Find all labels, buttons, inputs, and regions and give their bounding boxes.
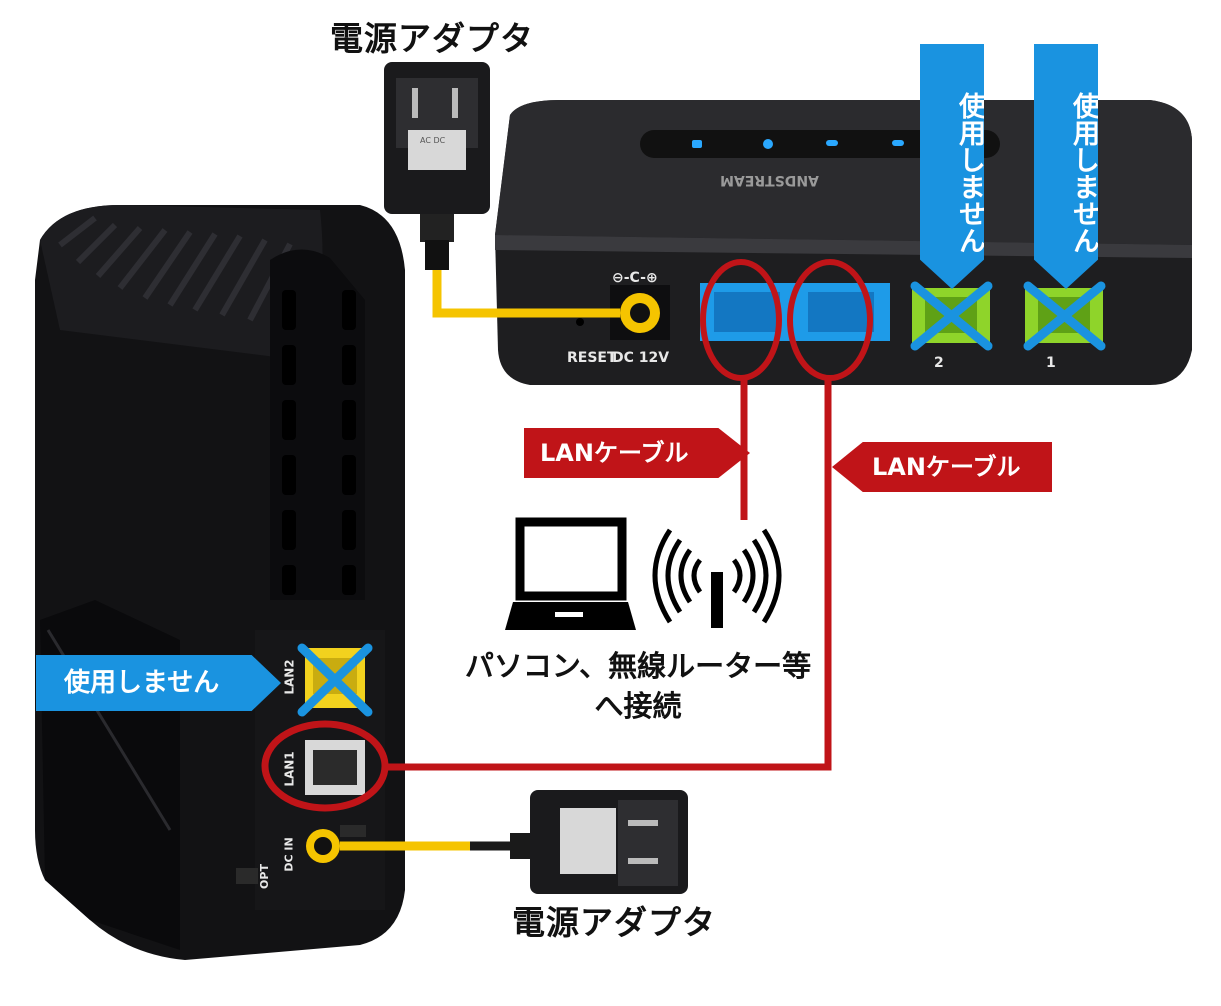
phone-port-1 — [1023, 281, 1106, 351]
svg-text:⊖-C-⊕: ⊖-C-⊕ — [612, 270, 658, 286]
gateway-dc-jack: ⊖-C-⊕ — [610, 270, 670, 340]
power-adapter-top-img: AC DC — [384, 62, 490, 270]
phone-port-1-number: 1 — [1046, 355, 1056, 371]
unused-port1-callout: 使用しません — [1034, 44, 1098, 289]
wireless-router-icon — [652, 528, 782, 628]
lan2-port — [297, 643, 373, 717]
dc-in-marking: DC IN — [282, 837, 296, 872]
unused-port2-callout: 使用しません — [920, 44, 984, 289]
svg-text:AC DC: AC DC — [420, 136, 446, 145]
power-adapter-bottom-label: 電源アダプタ — [512, 903, 716, 942]
opt-marking: OPT — [257, 864, 271, 889]
lan-cable-to-modem — [385, 378, 832, 771]
phone-port-2 — [910, 281, 993, 351]
lan1-port — [305, 740, 365, 795]
lan2-marking: LAN2 — [282, 659, 297, 695]
lan-cable-right-tag: LANケーブル — [832, 442, 1052, 492]
unused-lan2-callout: 使用しません — [36, 655, 281, 711]
connect-note: パソコン、無線ルーター等へ接続 — [464, 649, 812, 723]
phone-port-2-number: 2 — [934, 355, 944, 371]
power-adapter-bottom-img — [510, 790, 688, 894]
dc12v-marking: DC 12V — [612, 350, 670, 366]
power-adapter-top-label: 電源アダプタ — [330, 19, 534, 58]
gateway-wan-port — [795, 283, 890, 341]
lan-cable-left-tag: LANケーブル — [524, 428, 750, 478]
brand-marking: ANDSTREAM — [720, 172, 819, 188]
laptop-icon — [505, 517, 636, 630]
reset-marking: RESET — [567, 350, 617, 366]
lan1-marking: LAN1 — [282, 751, 297, 787]
